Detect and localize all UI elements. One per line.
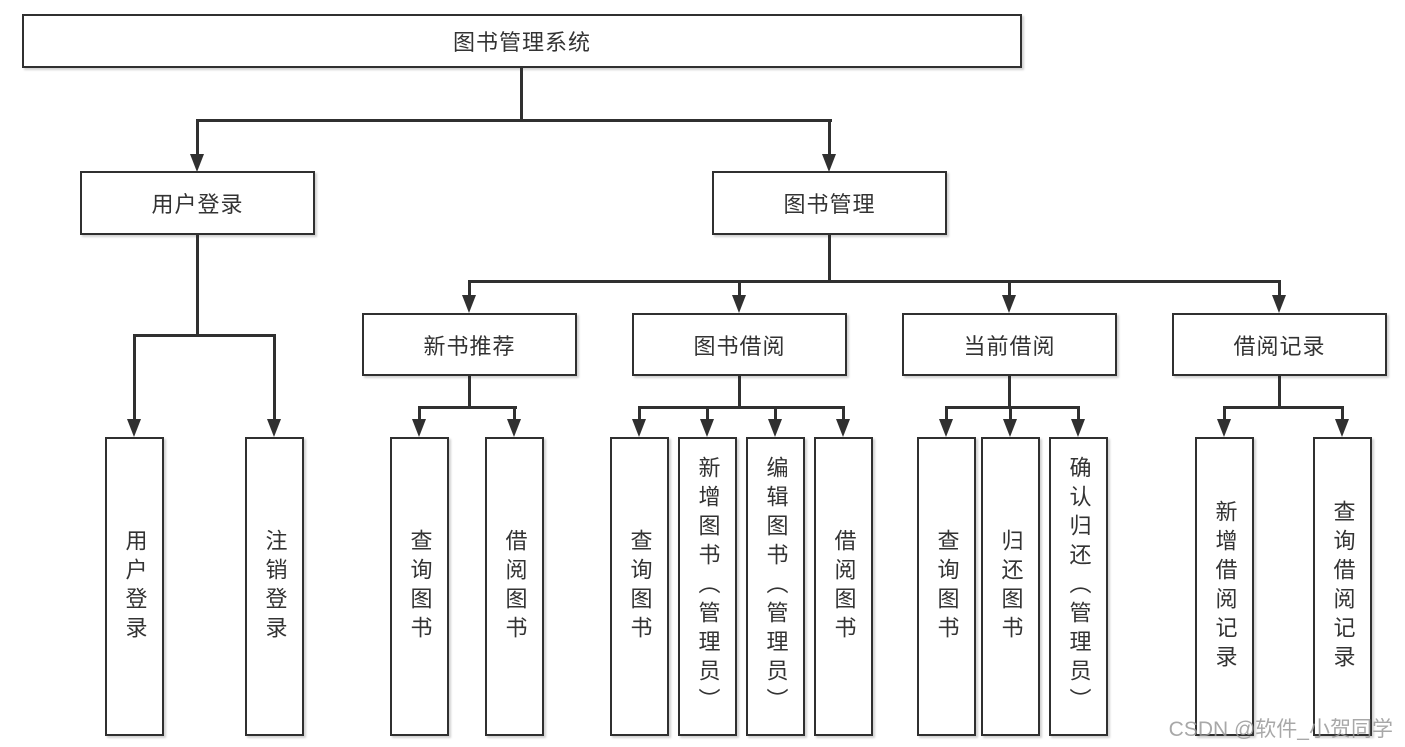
connector-vline (520, 68, 523, 121)
arrowhead-icon (632, 419, 646, 437)
connector-vline (1009, 406, 1012, 422)
arrowhead-icon (412, 419, 426, 437)
node-logout-action: 注销登录 (245, 437, 304, 736)
node-label: 确认归还（管理员） (1066, 456, 1092, 717)
node-label: 借阅图书 (831, 528, 857, 645)
csdn-watermark: CSDN @软件_小贺同学 (1168, 718, 1393, 741)
node-new-book-recommend: 新书推荐 (362, 313, 577, 376)
connector-vline (418, 406, 421, 422)
node-label: 归还图书 (998, 528, 1024, 645)
connector-vline (738, 376, 741, 409)
connector-vline (828, 235, 831, 283)
node-query-books-borrowing: 查询图书 (610, 437, 669, 736)
arrowhead-icon (462, 295, 476, 313)
node-root-library-system: 图书管理系统 (22, 14, 1022, 68)
connector-vline (828, 119, 831, 155)
arrowhead-icon (1002, 295, 1016, 313)
connector-vline (513, 406, 516, 422)
node-user-login: 用户登录 (80, 171, 315, 235)
arrowhead-icon (1217, 419, 1231, 437)
node-label: 编辑图书（管理员） (763, 456, 789, 717)
node-label: 新书推荐 (423, 333, 516, 359)
connector-vline (1077, 406, 1080, 422)
connector-hline (196, 119, 832, 122)
connector-hline (1223, 406, 1344, 409)
arrowhead-icon (822, 154, 836, 172)
connector-vline (133, 334, 136, 421)
connector-hline (638, 406, 845, 409)
node-confirm-return-admin: 确认归还（管理员） (1049, 437, 1108, 736)
node-label: 图书借阅 (693, 333, 786, 359)
connector-vline (1278, 376, 1281, 409)
node-label: 当前借阅 (963, 333, 1056, 359)
connector-vline (842, 406, 845, 422)
arrowhead-icon (1071, 419, 1085, 437)
connector-vline (1008, 280, 1011, 298)
node-book-borrowing: 图书借阅 (632, 313, 847, 376)
connector-vline (196, 119, 199, 155)
node-label: 用户登录 (151, 192, 244, 217)
connector-vline (1341, 406, 1344, 422)
connector-vline (638, 406, 641, 422)
connector-vline (468, 280, 471, 298)
node-return-books: 归还图书 (981, 437, 1040, 736)
arrowhead-icon (939, 419, 953, 437)
arrowhead-icon (127, 419, 141, 437)
node-borrowing-records: 借阅记录 (1172, 313, 1387, 376)
arrowhead-icon (1003, 419, 1017, 437)
arrowhead-icon (1335, 419, 1349, 437)
arrowhead-icon (1272, 295, 1286, 313)
connector-vline (738, 280, 741, 298)
connector-vline (1223, 406, 1226, 422)
connector-hline (468, 280, 1281, 283)
node-borrow-books: 借阅图书 (814, 437, 873, 736)
node-label: 查询图书 (934, 528, 960, 645)
connector-vline (468, 376, 471, 409)
arrowhead-icon (768, 419, 782, 437)
node-edit-books-admin: 编辑图书（管理员） (746, 437, 805, 736)
node-current-borrowing: 当前借阅 (902, 313, 1117, 376)
node-label: 查询借阅记录 (1330, 499, 1356, 674)
connector-vline (273, 334, 276, 421)
connector-vline (1008, 376, 1011, 409)
node-book-management: 图书管理 (712, 171, 947, 235)
node-label: 借阅图书 (502, 528, 528, 645)
node-label: 图书管理系统 (452, 30, 591, 55)
arrowhead-icon (836, 419, 850, 437)
connector-hline (945, 406, 1080, 409)
arrowhead-icon (732, 295, 746, 313)
connector-vline (1278, 280, 1281, 298)
node-label: 查询图书 (627, 528, 653, 645)
node-borrow-books-recommend: 借阅图书 (485, 437, 544, 736)
arrowhead-icon (700, 419, 714, 437)
connector-vline (196, 235, 199, 337)
arrowhead-icon (267, 419, 281, 437)
node-label: 用户登录 (122, 528, 148, 645)
node-query-books-recommend: 查询图书 (390, 437, 449, 736)
arrowhead-icon (190, 154, 204, 172)
node-label: 图书管理 (783, 192, 876, 217)
node-label: 查询图书 (407, 528, 433, 645)
node-user-login-action: 用户登录 (105, 437, 164, 736)
node-label: 借阅记录 (1233, 333, 1326, 359)
connector-vline (945, 406, 948, 422)
node-query-borrow-record: 查询借阅记录 (1313, 437, 1372, 736)
node-add-borrow-record: 新增借阅记录 (1195, 437, 1254, 736)
connector-hline (133, 334, 276, 337)
node-label: 注销登录 (262, 528, 288, 645)
node-query-books-current: 查询图书 (917, 437, 976, 736)
connector-vline (774, 406, 777, 422)
connector-vline (706, 406, 709, 422)
node-add-books-admin: 新增图书（管理员） (678, 437, 737, 736)
node-label: 新增借阅记录 (1212, 499, 1238, 674)
connector-hline (418, 406, 517, 409)
node-label: 新增图书（管理员） (695, 456, 721, 717)
arrowhead-icon (507, 419, 521, 437)
